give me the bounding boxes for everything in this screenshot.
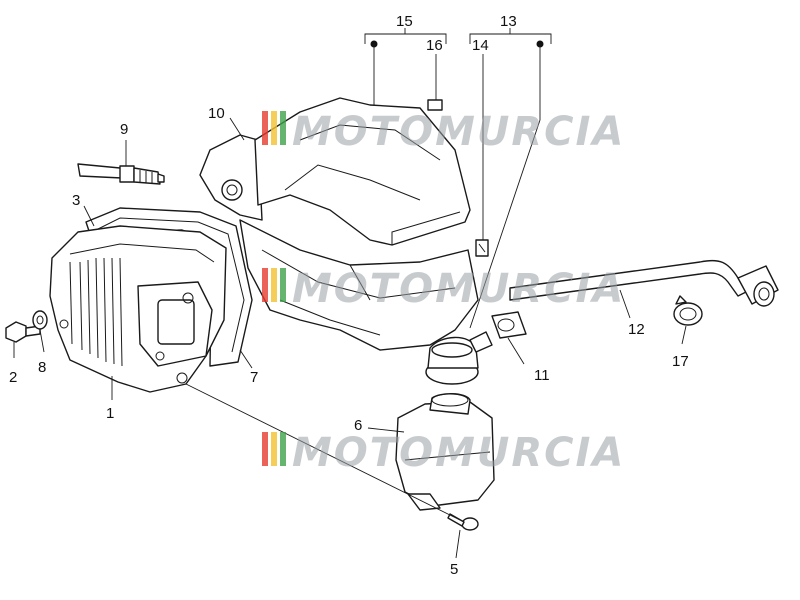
part-head-cover (49, 225, 227, 393)
callout-15: 15 (396, 13, 413, 30)
watermark-stripe (262, 432, 268, 466)
part-washer-8 (32, 310, 48, 330)
watermark-stripe (271, 432, 277, 466)
cooling-fins (79, 257, 123, 367)
callout-6: 6 (354, 417, 362, 434)
callout-9: 9 (120, 121, 128, 138)
part-bolt-2 (5, 321, 41, 343)
part-screw-5 (447, 513, 479, 531)
leader-lines (13, 117, 687, 559)
callout-1: 1 (106, 405, 114, 422)
watermark-logo: MOTOMURCIA (262, 430, 625, 476)
part-upper-cover (254, 97, 471, 246)
part-hose-clamp-11 (491, 311, 527, 339)
watermark-logo: MOTOMURCIA (262, 109, 625, 155)
part-hose-clip-17 (673, 295, 703, 326)
watermark-stripe (271, 268, 277, 302)
part-clip-14 (475, 239, 489, 257)
callout-7: 7 (250, 369, 258, 386)
watermark-logo: MOTOMURCIA (262, 266, 625, 312)
callout-5: 5 (450, 561, 458, 578)
callout-11: 11 (534, 367, 550, 384)
callout-3: 3 (72, 192, 80, 209)
group-bracket-15 (364, 28, 447, 115)
watermark-stripe (262, 268, 268, 302)
watermark-text: MOTOMURCIA (292, 109, 625, 155)
callout-16: 16 (426, 37, 443, 54)
watermark-text: MOTOMURCIA (292, 266, 625, 312)
part-gasket-frame (199, 134, 263, 221)
callout-14: 14 (472, 37, 489, 54)
part-spark-plug (77, 163, 165, 185)
watermark: MOTOMURCIA MOTOMURCIA MOTOMURCIA (262, 109, 625, 476)
callout-2: 2 (9, 369, 17, 386)
callout-labels: 1 2 3 5 6 7 8 9 10 11 12 13 14 15 16 17 (9, 13, 689, 578)
part-clip-16 (427, 99, 443, 111)
part-breather-hose (509, 259, 779, 307)
callout-17: 17 (672, 353, 689, 370)
watermark-stripe (262, 111, 268, 145)
watermark-stripe (280, 268, 286, 302)
watermark-stripe (280, 432, 286, 466)
callout-12: 12 (628, 321, 645, 338)
watermark-stripe (280, 111, 286, 145)
part-lower-shroud (239, 219, 479, 351)
group-bracket-13 (469, 28, 552, 329)
part-oil-separator (395, 393, 495, 511)
callout-8: 8 (38, 359, 46, 376)
watermark-text: MOTOMURCIA (292, 430, 625, 476)
callout-10: 10 (208, 105, 225, 122)
callout-13: 13 (500, 13, 517, 30)
part-elbow-cap (425, 331, 493, 385)
watermark-stripe (271, 111, 277, 145)
